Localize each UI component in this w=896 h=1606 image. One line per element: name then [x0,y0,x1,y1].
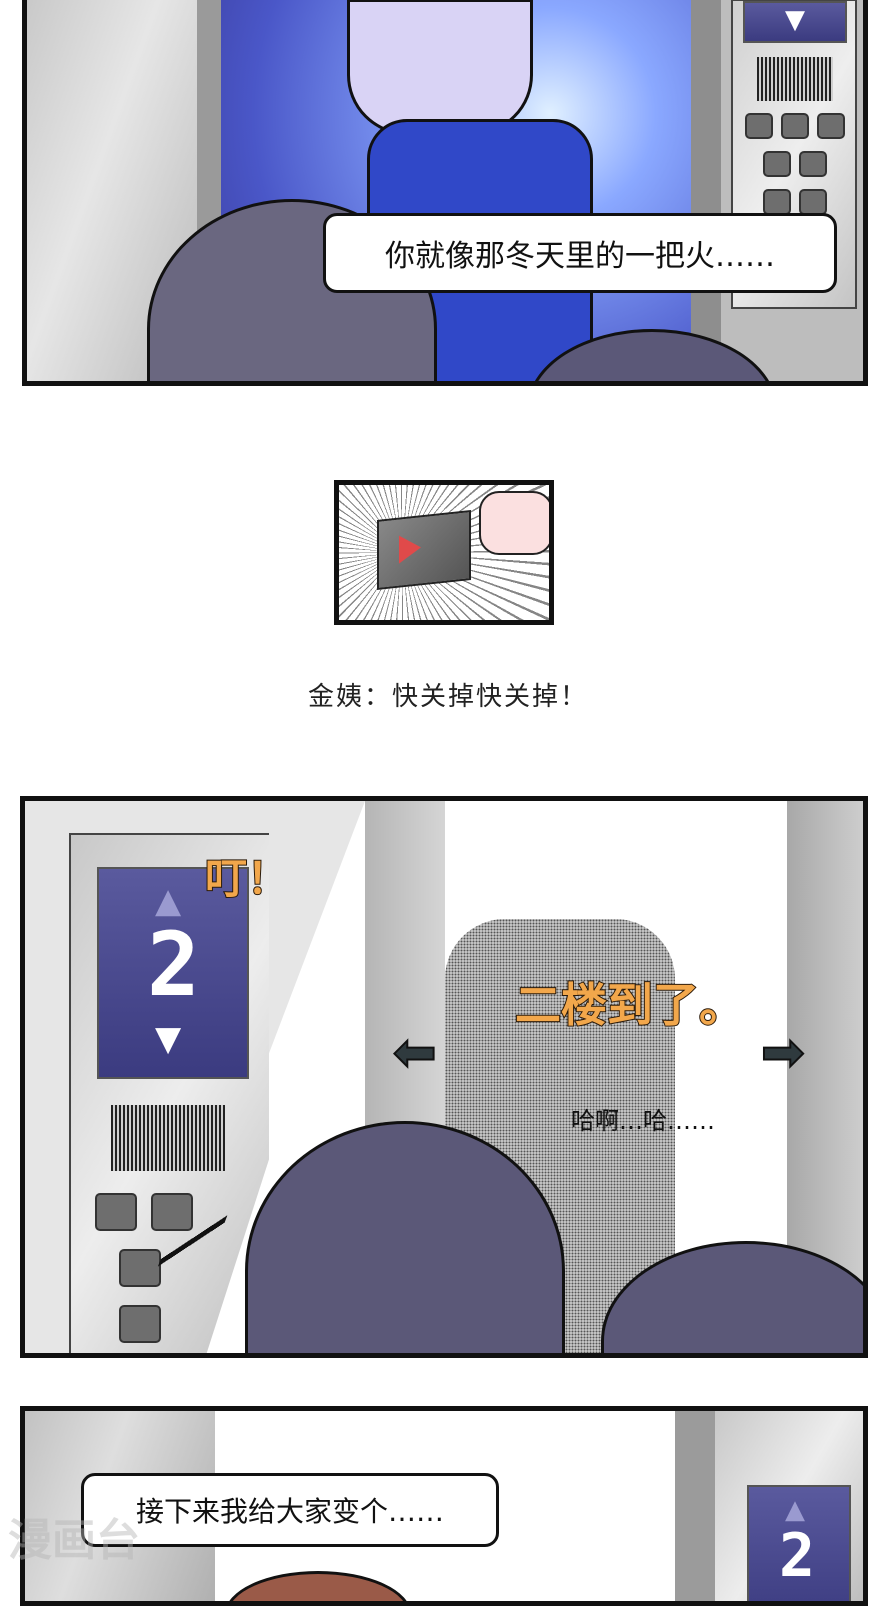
character-head-left [245,1121,565,1353]
up-arrow-icon: ▲ [785,1495,805,1525]
panel-1: ▼ 你就像那冬天里的一把火…… [22,0,868,386]
speaker-grille [757,57,833,101]
performer-face [347,0,533,135]
panel-2 [334,480,554,625]
up-arrow-icon: ▲ [155,881,182,921]
floor-display: ▲ 2 ▼ [97,867,249,1079]
speech-bubble: 接下来我给大家变个…… [81,1473,499,1547]
floor-button[interactable] [799,189,827,215]
door-open-left-arrow-icon: ⬅ [392,1022,438,1084]
floor-button[interactable] [781,113,809,139]
floor-button[interactable] [95,1193,137,1231]
finger [479,491,549,555]
floor-number: 2 [147,913,200,1016]
speech-text: 你就像那冬天里的一把火…… [385,239,775,274]
panel-3: ▲ 2 ▼ 叮！ 二楼到了。 ⬅ ➡ 哈啊…哈…… [20,796,868,1358]
panel-4: ▲ 2 接下来我给大家变个…… [20,1406,868,1606]
speech-bubble: 你就像那冬天里的一把火…… [323,213,837,293]
floor-button[interactable] [817,113,845,139]
down-arrow-icon: ▼ [155,1019,182,1059]
speech-text: 接下来我给大家变个…… [135,1495,444,1528]
caption: 金姨：快关掉快关掉！ [307,682,588,712]
watermark: 漫画台 [8,1515,140,1566]
floor-button[interactable] [799,151,827,177]
close-door-triangle-icon [399,533,421,564]
down-arrow-icon: ▼ [785,5,805,35]
character-head [225,1571,411,1601]
floor-button[interactable] [763,189,791,215]
floor-button[interactable] [763,151,791,177]
floor-display: ▲ 2 [747,1485,851,1601]
floor-display: ▼ [743,1,847,43]
close-door-button[interactable] [377,510,471,590]
panting-text: 哈啊…哈…… [571,1107,715,1135]
door-open-right-arrow-icon: ➡ [760,1022,806,1084]
sfx-ding: 叮！ [204,853,290,904]
door-frame-right [691,0,721,381]
control-panel: ▲ 2 [715,1411,863,1601]
door-right [675,1411,715,1601]
floor-number: 2 [779,1521,816,1591]
sfx-arrival: 二楼到了。 [514,977,746,1033]
floor-button[interactable] [745,113,773,139]
